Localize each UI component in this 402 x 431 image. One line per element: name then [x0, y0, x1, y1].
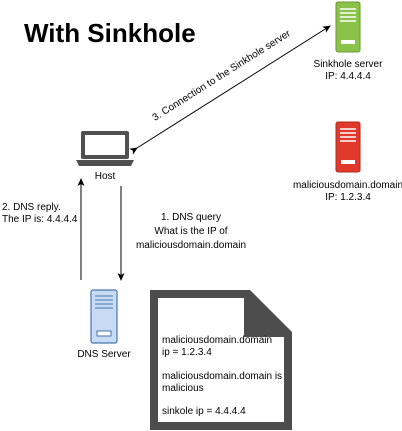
- dns-query-label-line2: What is the IP of: [154, 226, 228, 237]
- host-label: Host: [94, 171, 116, 182]
- dns-server-icon: [90, 289, 118, 344]
- note-document: [150, 290, 292, 430]
- laptop-icon: [76, 131, 134, 166]
- malicious-server-ip: IP: 1.2.3.4: [325, 192, 371, 203]
- diagram-title: With Sinkhole: [24, 18, 196, 48]
- note-line-2: ip = 1.2.3.4: [162, 347, 212, 358]
- note-line-1: maliciousdomain.domain: [162, 335, 273, 346]
- note-line-4: malicious: [162, 383, 204, 394]
- malicious-server-icon: [335, 121, 361, 173]
- dns-query-label-line3: maliciousdomain.domain: [135, 240, 247, 251]
- sinkhole-server-ip: IP: 4.4.4.4: [325, 71, 371, 82]
- connection-arrow: [129, 25, 331, 155]
- note-line-5: sinkole ip = 4.4.4.4: [162, 406, 246, 417]
- dns-reply-label-line1: 2. DNS reply.: [2, 202, 61, 213]
- note-line-3: maliciousdomain.domain is: [162, 371, 283, 382]
- sinkhole-server-name: Sinkhole server: [313, 59, 383, 70]
- dns-reply-label-line2: The IP is: 4.4.4.4: [2, 214, 78, 225]
- dns-query-label-line1: 1. DNS query: [160, 212, 222, 223]
- dns-server-label: DNS Server: [77, 349, 131, 360]
- sinkhole-server-icon: [335, 1, 361, 53]
- malicious-server-name: maliciousdomain.domain: [292, 180, 402, 191]
